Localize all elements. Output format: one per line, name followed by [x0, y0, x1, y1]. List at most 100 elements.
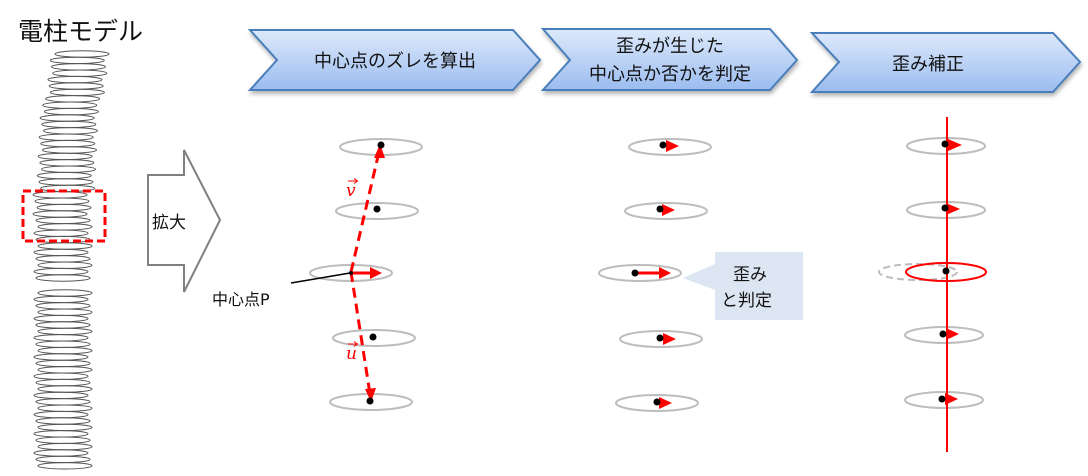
pole-ring — [42, 127, 98, 135]
distortion-callout — [683, 252, 803, 320]
pole-ring — [41, 120, 97, 129]
pole-ring — [49, 56, 105, 65]
pole-ring — [32, 191, 88, 199]
vector-v-arrowhead — [374, 144, 385, 158]
pole-ring — [35, 302, 91, 310]
center-dot — [366, 397, 374, 405]
center-dot — [656, 205, 664, 213]
pole-ring — [39, 114, 95, 122]
pole-ring — [33, 353, 89, 361]
pole-ring — [37, 404, 93, 412]
pole-ring — [48, 82, 104, 90]
pole-ring — [42, 146, 97, 154]
small-offset-arrow — [666, 140, 679, 152]
center-point-label: 中心点P — [212, 290, 270, 309]
pole-ring — [35, 340, 91, 348]
pole-ring — [35, 255, 91, 263]
step-1-label: 中心点のズレを算出 — [314, 51, 476, 72]
step-2-label-line2: 中心点か否かを判定 — [589, 64, 751, 85]
step-3-chevron — [809, 32, 1082, 93]
vector-v-label: v — [346, 181, 356, 201]
vector-v-line — [349, 151, 381, 273]
zoom-label: 拡大 — [152, 213, 186, 233]
pole-model-title: 電柱モデル — [18, 17, 143, 46]
pole-ring — [49, 88, 105, 97]
pole-ring — [33, 372, 89, 380]
pole-ring — [35, 455, 91, 464]
callout-line2: と判定 — [721, 291, 772, 311]
vector-u-line — [349, 271, 372, 395]
pole-ring — [35, 417, 91, 425]
pole-ring — [33, 410, 89, 419]
pole-ring — [37, 366, 93, 374]
center-dot — [373, 205, 381, 213]
pole-ring — [45, 95, 101, 103]
step-1-chevron — [247, 29, 542, 91]
pole-ring — [35, 321, 91, 329]
pole-ring — [35, 436, 91, 444]
vector-v-arrow-mark — [348, 178, 359, 184]
callout-line1: 歪み — [733, 265, 767, 285]
pole-ring — [47, 75, 103, 84]
pole-ring — [37, 462, 93, 470]
ring — [904, 326, 984, 344]
pole-ring — [37, 242, 93, 250]
ring — [619, 330, 703, 348]
center-dot — [377, 141, 385, 149]
small-offset-arrow — [946, 203, 960, 215]
pole-ring — [33, 430, 89, 438]
pole-ring — [33, 295, 89, 304]
pole-ring — [54, 50, 110, 58]
ring-original-position — [878, 263, 958, 281]
pole-ring — [43, 107, 99, 116]
center-point-p — [349, 271, 353, 275]
center-dot — [656, 334, 664, 342]
pole-ring — [42, 101, 98, 109]
pole-ring — [37, 289, 93, 297]
center-dot — [659, 141, 667, 149]
ring — [335, 202, 419, 220]
center-dot — [941, 204, 949, 212]
leader-line — [290, 272, 351, 284]
ring — [332, 329, 416, 347]
center-dot — [941, 140, 949, 148]
pole-ring — [34, 197, 90, 205]
pole-ring — [33, 248, 89, 257]
ring-distorted — [598, 264, 682, 282]
center-dot — [942, 267, 950, 275]
pole-ring — [38, 133, 94, 141]
step-2-chevron — [540, 28, 799, 91]
ring — [904, 391, 984, 409]
pole-ring — [37, 423, 93, 432]
vector-u-arrowhead — [365, 388, 376, 402]
small-offset-arrow — [662, 204, 675, 216]
vector-u-arrow-mark — [348, 341, 359, 347]
pole-ring — [37, 346, 93, 355]
pole-ring — [37, 442, 93, 451]
pole-ring — [33, 314, 89, 323]
pole-ring — [35, 398, 91, 406]
offset-arrowhead — [370, 267, 382, 279]
pole-ring — [37, 223, 93, 231]
pole-ring — [37, 152, 93, 161]
pole-ring — [35, 378, 91, 387]
step-1-diagram: 中心点P v u — [212, 138, 423, 411]
pole-ring — [39, 159, 95, 167]
ring — [615, 394, 699, 412]
ring — [624, 202, 708, 220]
pole-ring — [33, 229, 89, 237]
pole-ring — [37, 261, 93, 269]
distortion-arrowhead — [659, 267, 671, 279]
pole-ring — [32, 210, 88, 218]
vector-u-label: u — [346, 344, 357, 364]
pole-ring — [41, 165, 97, 173]
pole-ring — [35, 274, 91, 282]
pole-ring — [50, 63, 106, 71]
step-3-diagram — [878, 117, 987, 452]
pole-model — [32, 50, 110, 470]
small-offset-arrow — [946, 328, 959, 340]
zoom-arrow — [147, 149, 222, 293]
step-2-label-line1: 歪みが生じた — [616, 36, 724, 57]
step-3-label: 歪み補正 — [892, 54, 964, 75]
